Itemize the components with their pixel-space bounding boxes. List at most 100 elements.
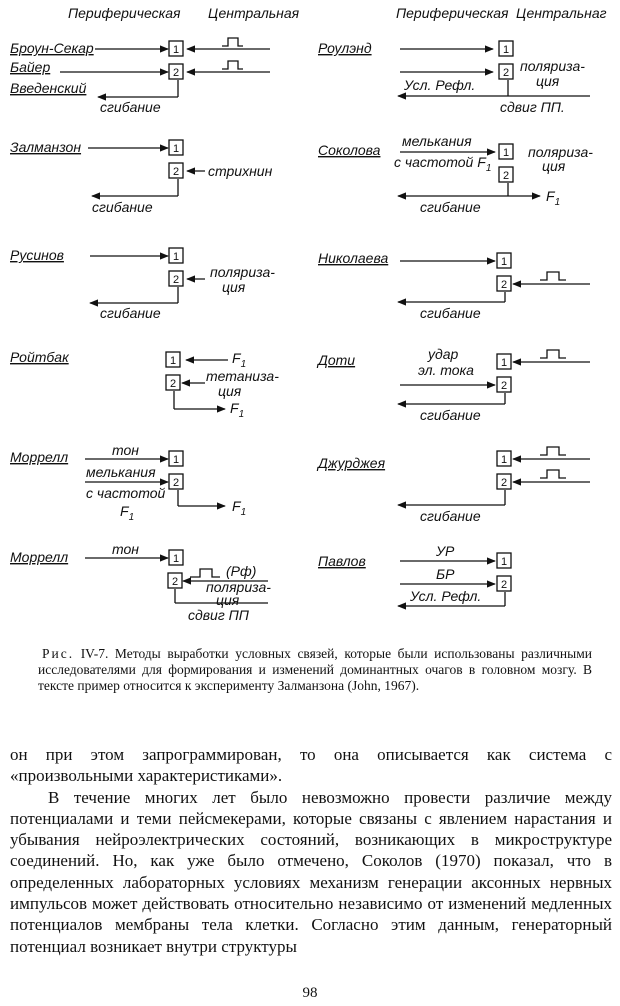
label-polarization: поляриза- xyxy=(210,264,275,280)
label-br: БР xyxy=(436,566,455,582)
box-2-label: 2 xyxy=(172,576,178,588)
header-right-central: Центральнаг xyxy=(516,5,607,21)
label-f1: F1 xyxy=(120,503,134,523)
figure-number: IV-7. xyxy=(74,646,115,661)
label-tetanization-cont: ция xyxy=(218,383,242,399)
label-ur: УР xyxy=(435,543,455,559)
box-1-label: 1 xyxy=(501,256,507,268)
researcher-name: Соколова xyxy=(318,142,381,158)
caption-text: Методы выработки условных связей, которы… xyxy=(38,646,592,693)
panel-morrell-1 xyxy=(85,455,226,510)
paragraph: В течение многих лет было невозможно про… xyxy=(10,787,612,956)
box-2-label: 2 xyxy=(501,279,507,291)
paragraph: он при этом запрограммирован, то она опи… xyxy=(10,745,612,786)
methods-figure: 1 2 1 2 1 2 1 2 1 2 1 2 1 2 1 2 1 2 1 2 … xyxy=(10,5,607,623)
box-2-label: 2 xyxy=(503,67,509,79)
box-1-label: 1 xyxy=(503,147,509,159)
researcher-name: Броун-Секар xyxy=(10,40,94,56)
box-1-label: 1 xyxy=(501,357,507,369)
label-flexion: сгибание xyxy=(420,199,481,215)
label-flicker: мелькания xyxy=(86,464,156,480)
panel-sokolova xyxy=(397,148,541,200)
researcher-name: Моррелл xyxy=(10,549,68,565)
panel-brown-sequard xyxy=(60,37,270,101)
label-polarization: поляриза- xyxy=(206,579,271,595)
researcher-name: Доти xyxy=(316,352,355,368)
researcher-name: Ройтбак xyxy=(10,349,70,365)
header-left-central: Центральная xyxy=(208,5,300,21)
label-flexion: сгибание xyxy=(420,508,481,524)
box-1-label: 1 xyxy=(503,44,509,56)
researcher-name: Павлов xyxy=(318,553,366,569)
label-flexion: сгибание xyxy=(420,305,481,321)
label-f1: F1 xyxy=(232,498,246,518)
label-polarization-cont: ция xyxy=(536,73,560,89)
label-flexion: сгибание xyxy=(420,407,481,423)
label-polarization-cont: ция xyxy=(222,279,246,295)
label-flexion: сгибание xyxy=(100,99,161,115)
researcher-name: Введенский xyxy=(10,80,87,96)
label-polarization-cont: ция xyxy=(542,158,566,174)
label-strychnine: стрихнин xyxy=(208,163,273,179)
box-1-label: 1 xyxy=(170,355,176,367)
page-number: 98 xyxy=(302,985,318,1001)
researcher-name: Роулэнд xyxy=(318,40,372,56)
box-1-label: 1 xyxy=(173,251,179,263)
box-1-label: 1 xyxy=(501,454,507,466)
box-1-label: 1 xyxy=(173,553,179,565)
box-2-label: 2 xyxy=(173,67,179,79)
label-rf: (Рф) xyxy=(226,563,256,579)
researcher-name: Байер xyxy=(10,59,50,75)
box-2-label: 2 xyxy=(501,579,507,591)
panel-rowland xyxy=(397,45,590,100)
label-pp-shift: сдвиг ПП. xyxy=(500,99,565,115)
panel-roitbak xyxy=(173,356,228,413)
panel-rusinov xyxy=(89,252,205,307)
researcher-name: Залманзон xyxy=(10,139,81,155)
label-pp-shift: сдвиг ПП xyxy=(188,607,250,623)
label-polarization: поляриза- xyxy=(520,58,585,74)
figure-label: Рис. xyxy=(42,646,75,661)
figure-caption: Рис. IV-7. Методы выработки условных свя… xyxy=(38,646,592,694)
box-2-label: 2 xyxy=(173,166,179,178)
label-f1: F1 xyxy=(232,350,246,370)
label-tone: тон xyxy=(112,442,139,458)
researcher-name: Джурджея xyxy=(316,455,386,471)
label-flicker: мелькания xyxy=(402,133,472,149)
panel-morrell-2 xyxy=(85,554,268,604)
label-at-frequency: с частотой xyxy=(86,485,166,501)
panel-nikolaeva xyxy=(397,257,590,306)
panel-doty xyxy=(397,349,590,408)
box-1-label: 1 xyxy=(173,454,179,466)
researcher-name: Русинов xyxy=(10,247,64,263)
header-right-peripheral: Периферическая xyxy=(396,5,509,21)
box-2-label: 2 xyxy=(170,378,176,390)
box-2-label: 2 xyxy=(501,380,507,392)
label-f1: F1 xyxy=(546,188,560,208)
researcher-name: Николаева xyxy=(318,250,388,266)
box-2-label: 2 xyxy=(173,274,179,286)
label-polarization: поляриза- xyxy=(528,144,593,160)
box-1-label: 1 xyxy=(173,143,179,155)
label-flexion: сгибание xyxy=(92,199,153,215)
researcher-name: Моррелл xyxy=(10,449,68,465)
label-electric-current: эл. тока xyxy=(418,362,474,378)
body-text: он при этом запрограммирован, то она опи… xyxy=(10,744,612,957)
label-f1: F1 xyxy=(230,400,244,420)
label-cond-reflex: Усл. Рефл. xyxy=(403,77,475,93)
panel-zalmanson xyxy=(88,144,205,200)
label-tone: тон xyxy=(112,541,139,557)
header-left-peripheral: Периферическая xyxy=(68,5,181,21)
box-1-label: 1 xyxy=(501,556,507,568)
panel-dzhurdzhea xyxy=(397,446,590,509)
label-flexion: сгибание xyxy=(100,305,161,321)
label-tetanization: тетаниза- xyxy=(206,368,279,384)
box-2-label: 2 xyxy=(173,477,179,489)
box-1-label: 1 xyxy=(173,44,179,56)
label-cond-reflex: Усл. Рефл. xyxy=(409,588,481,604)
panel-pavlov xyxy=(397,557,506,610)
box-2-label: 2 xyxy=(501,477,507,489)
box-2-label: 2 xyxy=(503,170,509,182)
label-shock: удар xyxy=(427,346,459,362)
